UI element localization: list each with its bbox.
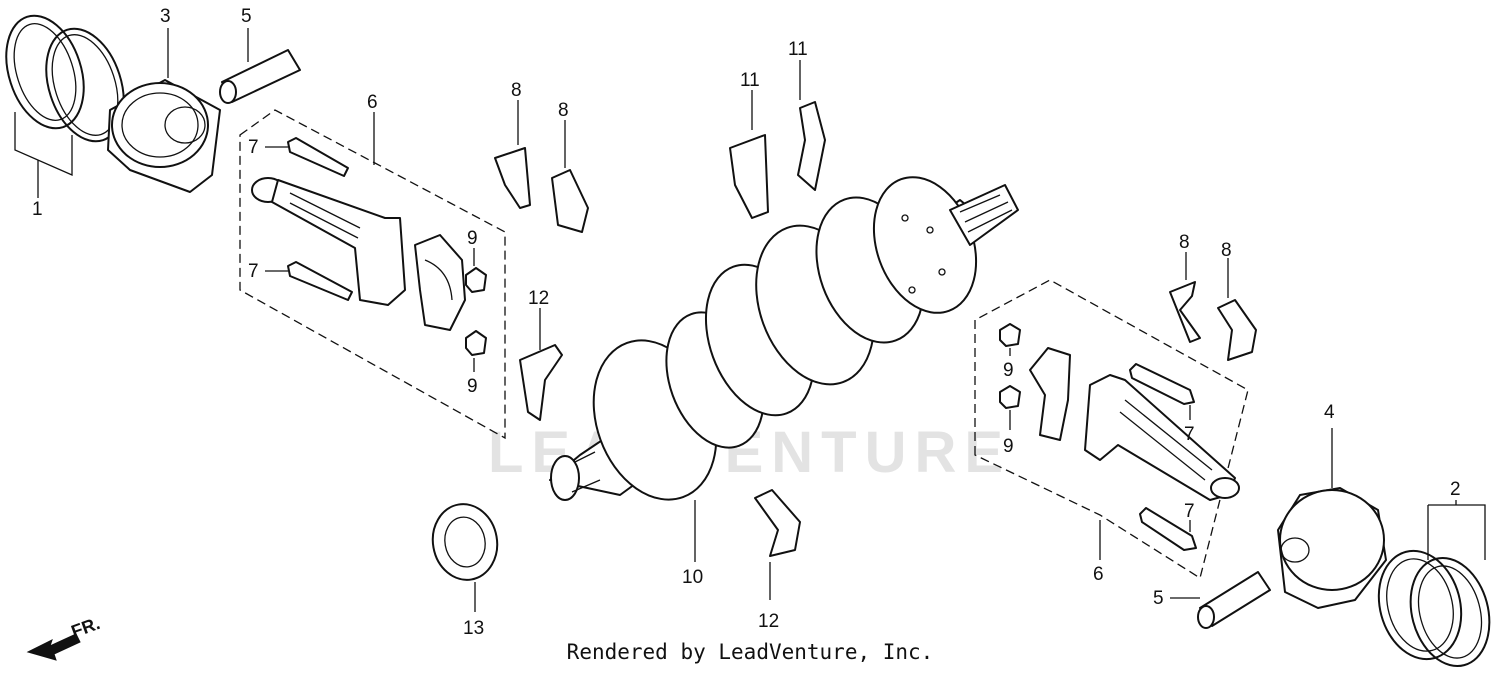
main-bearing-12b[interactable]: [754, 489, 801, 557]
nut-right-top[interactable]: [999, 323, 1021, 347]
callout-2: 2: [1450, 479, 1461, 500]
bearing-cap-right[interactable]: [1029, 347, 1071, 441]
callout-12a: 12: [528, 288, 549, 309]
connecting-rod-left[interactable]: [251, 177, 406, 306]
callout-12b: 12: [758, 611, 779, 632]
callout-3: 3: [160, 6, 171, 27]
conrod-assembly-box-left: [239, 109, 506, 440]
callout-4: 4: [1324, 402, 1335, 423]
conrod-bolt-right-top[interactable]: [1129, 363, 1195, 405]
callout-7-right-bottom: 7: [1184, 501, 1195, 522]
conrod-bolt-right-bottom[interactable]: [1139, 507, 1197, 551]
oil-seal[interactable]: [427, 499, 503, 585]
callout-10: 10: [682, 567, 703, 588]
callout-11a: 11: [740, 70, 760, 91]
crankshaft[interactable]: [549, 163, 1019, 517]
callout-5-top: 5: [241, 6, 252, 27]
piston-left[interactable]: [107, 79, 221, 193]
nut-left-top[interactable]: [465, 267, 487, 293]
piston-pin-left[interactable]: [219, 49, 301, 104]
callout-1: 1: [32, 199, 43, 220]
main-bearing-8c[interactable]: [1169, 281, 1201, 343]
callout-8d: 8: [1221, 240, 1232, 261]
bearing-cap-left[interactable]: [414, 234, 466, 331]
callout-7-right-top: 7: [1184, 424, 1195, 445]
thrust-washer-11b[interactable]: [797, 101, 826, 191]
callout-5-bottom: 5: [1153, 588, 1164, 609]
main-bearing-12a[interactable]: [519, 344, 563, 421]
front-direction-arrow-icon: [26, 633, 81, 661]
callout-9-left-top: 9: [467, 228, 478, 249]
callout-7-left-top: 7: [248, 137, 259, 158]
callout-8c: 8: [1179, 232, 1190, 253]
piston-pin-right[interactable]: [1197, 571, 1271, 629]
callout-8a: 8: [511, 80, 522, 101]
callout-9-left-bottom: 9: [467, 376, 478, 397]
callout-9-right-bottom: 9: [1003, 436, 1014, 457]
nut-left-bottom[interactable]: [465, 330, 487, 356]
piston-rings-right[interactable]: [1367, 542, 1500, 673]
connecting-rod-right[interactable]: [1084, 374, 1240, 501]
callout-9-right-top: 9: [1003, 360, 1014, 381]
nut-right-bottom[interactable]: [999, 385, 1021, 409]
conrod-bolt-left-bottom[interactable]: [287, 261, 353, 301]
main-bearing-8b[interactable]: [551, 169, 589, 233]
thrust-washer-11a[interactable]: [729, 134, 769, 219]
footer-credit: Rendered by LeadVenture, Inc.: [566, 640, 934, 664]
callout-8b: 8: [558, 100, 569, 121]
callout-13: 13: [463, 618, 484, 639]
main-bearing-8d[interactable]: [1217, 299, 1257, 361]
conrod-assembly-box-right: [974, 279, 1249, 580]
piston-rings-left[interactable]: [0, 6, 137, 152]
conrod-bolt-left-top[interactable]: [287, 137, 349, 177]
piston-right[interactable]: [1277, 487, 1387, 609]
callout-7-left-bottom: 7: [248, 261, 259, 282]
callout-6-left: 6: [367, 92, 378, 113]
front-direction-label: FR.: [69, 613, 103, 642]
callout-6-right: 6: [1093, 564, 1104, 585]
callout-11b: 11: [788, 39, 808, 60]
main-bearing-8a[interactable]: [494, 147, 531, 209]
